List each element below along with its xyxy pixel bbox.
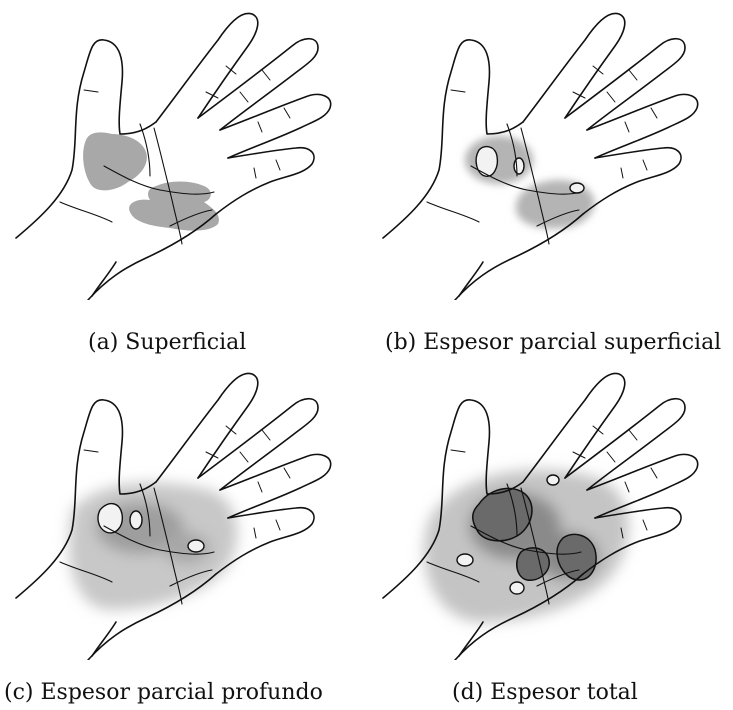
panel-d — [367, 360, 733, 660]
burn-area — [69, 483, 237, 610]
panel-a — [0, 0, 366, 300]
caption-b: (b) Espesor parcial superficial — [385, 330, 721, 355]
burn-area — [424, 470, 628, 623]
hand-illustration-full-thickness — [367, 360, 733, 660]
burn-area — [83, 132, 219, 230]
hand-illustration-deep-partial — [0, 360, 366, 660]
panel-b — [367, 0, 733, 300]
caption-d: (d) Espesor total — [452, 680, 638, 705]
caption-a: (a) Superficial — [88, 330, 246, 355]
hand-illustration-superficial — [0, 0, 366, 300]
hand-illustration-superficial-partial — [367, 0, 733, 300]
panel-c — [0, 360, 366, 660]
caption-c: (c) Espesor parcial profundo — [4, 680, 323, 705]
